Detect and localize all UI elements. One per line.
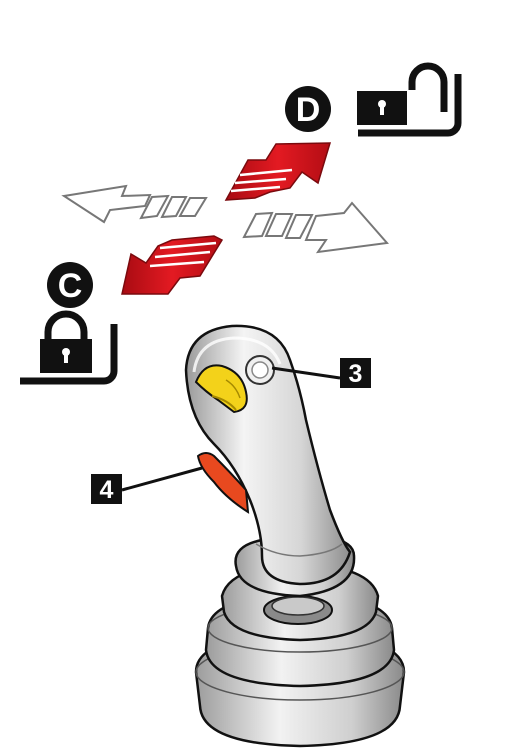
inactive-arrow-left-icon (64, 186, 206, 222)
lock-position-marker: C (47, 262, 93, 308)
callout-3-label: 3 (349, 360, 363, 388)
callout-4-label: 4 (100, 476, 114, 504)
active-arrow-lock-icon (122, 236, 222, 294)
callout-4: 4 (91, 468, 202, 504)
unlock-position-marker: D (285, 86, 331, 132)
unlock-position-label: D (296, 91, 321, 129)
lock-position-label: C (58, 267, 83, 305)
active-arrow-unlock-icon (226, 143, 330, 200)
inactive-arrow-right-icon (244, 203, 387, 252)
padlock-open-icon (357, 66, 458, 133)
padlock-closed-icon (20, 314, 114, 381)
top-push-button (246, 356, 274, 384)
